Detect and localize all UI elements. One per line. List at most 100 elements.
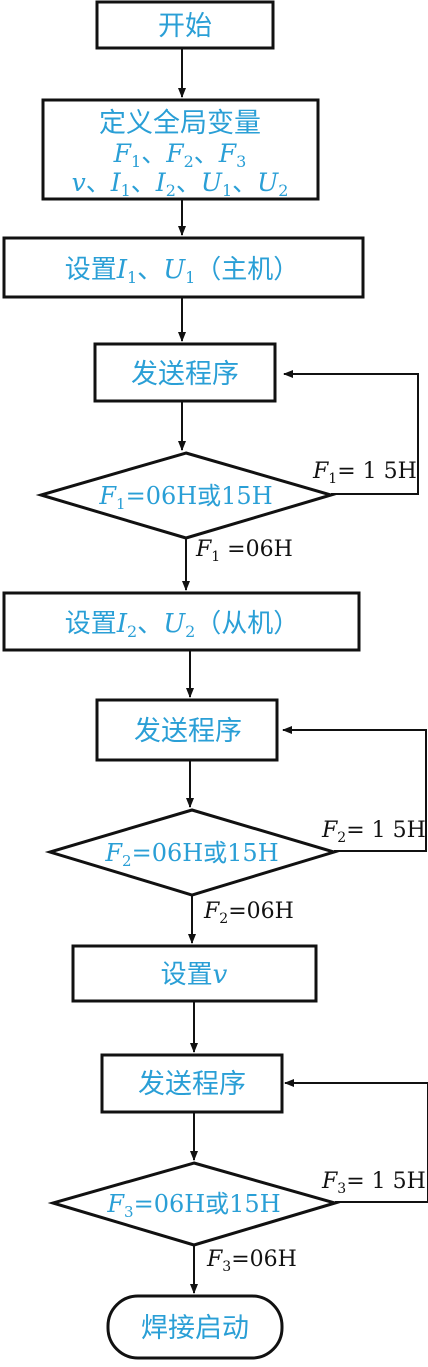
yes2-label: F2=06H xyxy=(203,899,294,927)
var-f1: F xyxy=(195,537,212,562)
var-f2-sub: 2 xyxy=(219,911,228,927)
var-f2: F xyxy=(104,839,123,867)
var-f2-sub: 2 xyxy=(184,152,194,171)
cond-rest: =06H或15H xyxy=(134,1190,281,1218)
var-f1: F xyxy=(312,459,329,484)
var-f1: F xyxy=(113,139,133,168)
node-text: 开始 定义全局变量 F1、F2、F3 v、I1、I2、U1、U2 设置I1、U1… xyxy=(65,11,300,1344)
var-sep: 、 xyxy=(194,139,219,168)
send3-label: 发送程序 xyxy=(138,1069,246,1100)
loop3-line xyxy=(284,1079,428,1203)
send1-label: 发送程序 xyxy=(131,359,239,390)
var-f1-sub: 1 xyxy=(116,495,126,513)
end-label: 焊接启动 xyxy=(141,1313,249,1344)
var-f3: F xyxy=(206,1247,223,1272)
var-f3-sub: 3 xyxy=(337,1181,346,1197)
send3-box xyxy=(100,1053,284,1114)
var-f1: F xyxy=(98,482,117,510)
var-f3-sub: 3 xyxy=(124,1203,134,1221)
var-f2-sub: 2 xyxy=(337,830,346,846)
var-u1-sub: 1 xyxy=(185,268,195,287)
var-i2-sub: 2 xyxy=(127,622,137,641)
define-vars-line2: v、I1、I2、U1、U2 xyxy=(72,168,289,200)
start-label: 开始 xyxy=(158,11,212,42)
var-v: v xyxy=(213,960,228,990)
set-slave-box xyxy=(2,591,361,652)
var-sep: 、 xyxy=(141,139,166,168)
var-u1: U xyxy=(201,168,223,197)
var-sep: 、 xyxy=(232,168,257,197)
var-i2-sub: 2 xyxy=(166,181,176,200)
var-f2: F xyxy=(203,899,220,924)
cond3-label: F3=06H或15H xyxy=(106,1190,280,1221)
set-prefix: 设置 xyxy=(65,255,117,285)
var-f3: F xyxy=(218,139,238,168)
send1-box xyxy=(93,342,277,403)
var-v: v xyxy=(72,168,86,197)
connectors xyxy=(178,48,428,1294)
var-u2-sub: 2 xyxy=(185,622,195,641)
loop1-label: F1= 1 5H xyxy=(312,459,417,487)
var-i2: I xyxy=(116,609,128,639)
var-f1-sub: 1 xyxy=(211,549,220,565)
yes1-label: F1 =06H xyxy=(195,537,293,565)
cond2-diamond xyxy=(44,808,340,897)
var-f1-sub: 1 xyxy=(328,471,337,487)
edge-labels: F1= 1 5H F1 =06H F2= 1 5H F2=06H F3= 1 5… xyxy=(195,459,426,1275)
var-sep: 、 xyxy=(137,255,163,285)
var-i1-sub: 1 xyxy=(127,268,137,287)
cond1-diamond xyxy=(35,451,337,540)
var-sep: 、 xyxy=(176,168,201,197)
cond2-label: F2=06H或15H xyxy=(104,839,278,870)
define-title: 定义全局变量 xyxy=(99,108,261,139)
var-f2: F xyxy=(165,139,185,168)
var-u1-sub: 1 xyxy=(222,181,232,200)
set-master-box xyxy=(2,236,365,299)
start-box xyxy=(95,0,275,50)
set-prefix: 设置 xyxy=(161,960,213,990)
cond-rest: =06H或15H xyxy=(126,482,273,510)
cond1-label: F1=06H或15H xyxy=(98,482,272,513)
set-v-label: 设置v xyxy=(161,960,228,990)
var-u2: U xyxy=(163,609,186,639)
send2-box xyxy=(95,698,279,762)
loop3-label: F3= 1 5H xyxy=(321,1169,426,1197)
var-f2: F xyxy=(321,818,338,843)
set-suffix: （从机） xyxy=(195,609,299,639)
set-prefix: 设置 xyxy=(65,609,117,639)
define-box xyxy=(41,98,320,201)
send2-label: 发送程序 xyxy=(134,716,242,747)
edge-value: = 1 5H xyxy=(346,818,426,843)
edge-value: =06H xyxy=(220,537,293,562)
var-i1: I xyxy=(116,255,128,285)
loop1-line xyxy=(283,370,419,495)
set-slave-label: 设置I2、U2（从机） xyxy=(65,609,300,641)
var-f2-sub: 2 xyxy=(122,852,132,870)
var-f3: F xyxy=(106,1190,125,1218)
var-i2: I xyxy=(155,168,167,197)
var-f3-sub: 3 xyxy=(236,152,246,171)
shapes xyxy=(2,0,365,1360)
var-u2-sub: 2 xyxy=(278,181,288,200)
edge-value: =06H xyxy=(231,1247,297,1272)
var-f3: F xyxy=(321,1169,338,1194)
loop2-label: F2= 1 5H xyxy=(321,818,426,846)
loop2-line xyxy=(282,726,427,852)
var-u1: U xyxy=(163,255,186,285)
var-u2: U xyxy=(257,168,279,197)
var-sep: 、 xyxy=(131,168,156,197)
set-suffix: （主机） xyxy=(195,255,299,285)
end-terminator xyxy=(106,1294,284,1360)
var-f1-sub: 1 xyxy=(131,152,141,171)
var-f3-sub: 3 xyxy=(222,1259,231,1275)
edge-value: = 1 5H xyxy=(337,459,417,484)
cond3-diamond xyxy=(47,1161,341,1247)
define-vars-line1: F1、F2、F3 xyxy=(113,139,247,171)
cond-rest: =06H或15H xyxy=(132,839,279,867)
var-i1: I xyxy=(110,168,122,197)
var-sep: 、 xyxy=(137,609,163,639)
set-master-label: 设置I1、U1（主机） xyxy=(65,255,300,287)
yes3-label: F3=06H xyxy=(206,1247,297,1275)
var-sep: 、 xyxy=(86,168,111,197)
